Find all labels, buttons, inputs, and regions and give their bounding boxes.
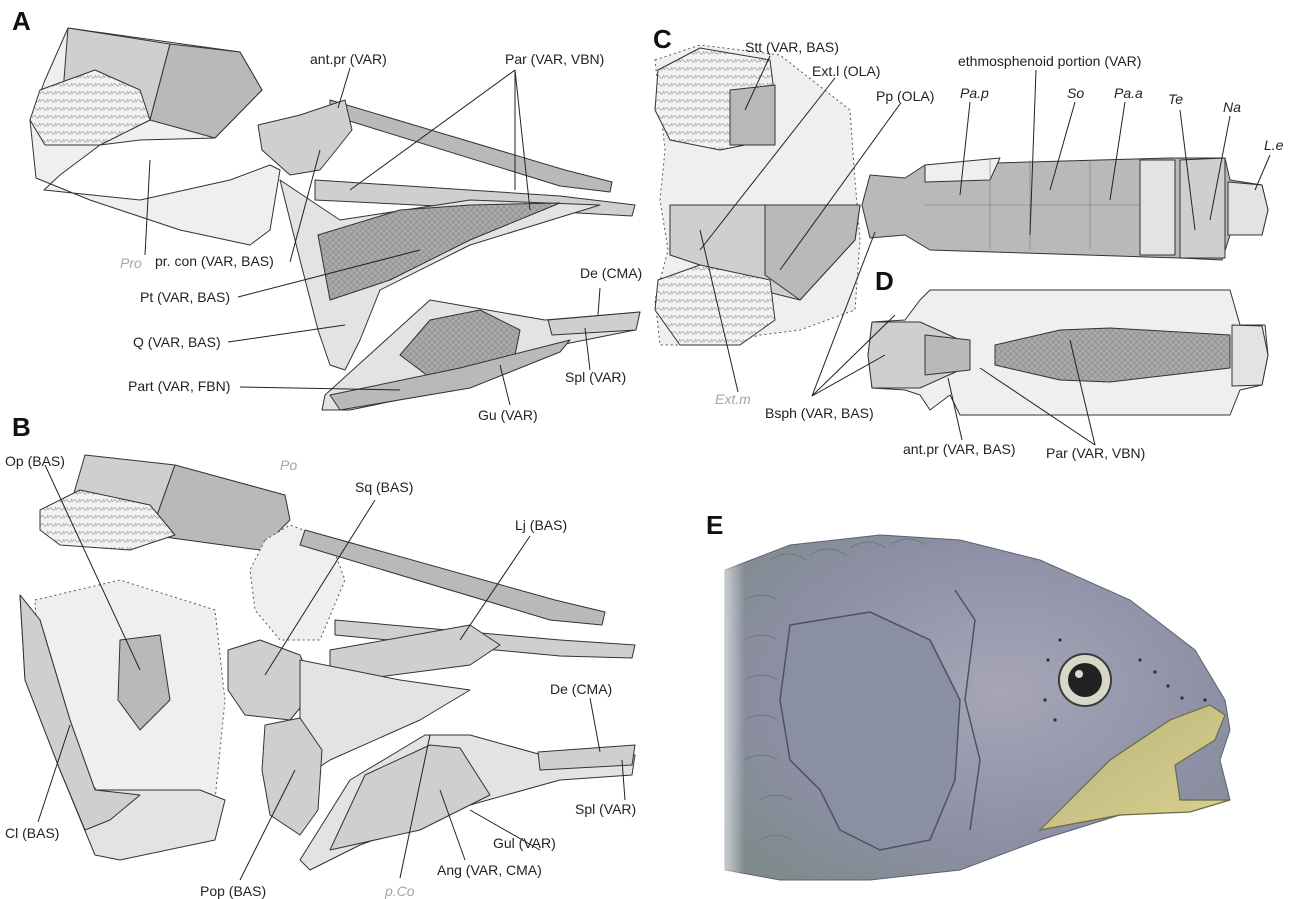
d-ant-pr [925,335,970,375]
label-b-pop: Pop (BAS) [200,883,266,899]
label-c-le: L.e [1264,137,1284,153]
label-c-pp: Pp (OLA) [876,88,934,104]
label-d-bsph: Bsph (VAR, BAS) [765,405,874,421]
label-b-ang: Ang (VAR, CMA) [437,862,542,878]
d-anterior-cap [1232,325,1268,386]
label-a-q: Q (VAR, BAS) [133,334,221,350]
c-le-bone [1228,182,1268,235]
label-d-par: Par (VAR, VBN) [1046,445,1145,461]
panel-letter-e: E [706,510,723,541]
panel-e-fish-illustration [710,530,1230,890]
panel-d-drawing [812,232,1268,445]
label-a-par: Par (VAR, VBN) [505,51,604,67]
b-skull-roof-posterior [150,465,290,550]
label-c-so: So [1067,85,1084,101]
label-b-cl: Cl (BAS) [5,825,59,841]
label-b-pco: p.Co [384,883,415,899]
label-c-te: Te [1168,91,1183,107]
label-a-ant-pr: ant.pr (VAR) [310,51,387,67]
label-a-gu: Gu (VAR) [478,407,538,423]
label-b-sq: Sq (BAS) [355,479,413,495]
label-b-spl: Spl (VAR) [575,801,636,817]
skull-roof-bone-posterior [150,44,262,138]
b-angular [330,745,490,850]
label-b-op: Op (BAS) [5,453,65,469]
label-b-po: Po [280,457,297,473]
label-a-part: Part (VAR, FBN) [128,378,230,394]
b-parasphenoid-upper [300,530,605,625]
panel-letter-c: C [653,24,672,55]
label-a-pr-con: pr. con (VAR, BAS) [155,253,274,269]
panel-a-drawing [30,28,640,410]
label-c-ethmo: ethmosphenoid portion (VAR) [958,53,1141,69]
label-a-pro: Pro [120,255,142,271]
label-c-ext-l: Ext.l (OLA) [812,63,880,79]
label-a-spl: Spl (VAR) [565,369,626,385]
label-c-ext-m: Ext.m [715,391,751,407]
c-te-na [1180,158,1225,258]
c-light-band [1140,160,1175,255]
panel-letter-b: B [12,412,31,443]
panel-letter-d: D [875,266,894,297]
label-a-pt: Pt (VAR, BAS) [140,289,230,305]
fish-pupil [1068,663,1102,697]
label-b-de: De (CMA) [550,681,612,697]
label-c-stt: Stt (VAR, BAS) [745,39,839,55]
label-d-ant-pr: ant.pr (VAR, BAS) [903,441,1016,457]
label-b-gul: Gul (VAR) [493,835,556,851]
label-a-de: De (CMA) [580,265,642,281]
label-b-lj: Lj (BAS) [515,517,567,533]
label-c-pa-a: Pa.a [1114,85,1143,101]
label-c-pa-p: Pa.p [960,85,989,101]
ant-pr-bone [258,100,352,175]
panel-letter-a: A [12,6,31,37]
c-ext-m-texture [655,265,775,345]
label-c-na: Na [1223,99,1241,115]
parasphenoid-upper [330,100,612,192]
